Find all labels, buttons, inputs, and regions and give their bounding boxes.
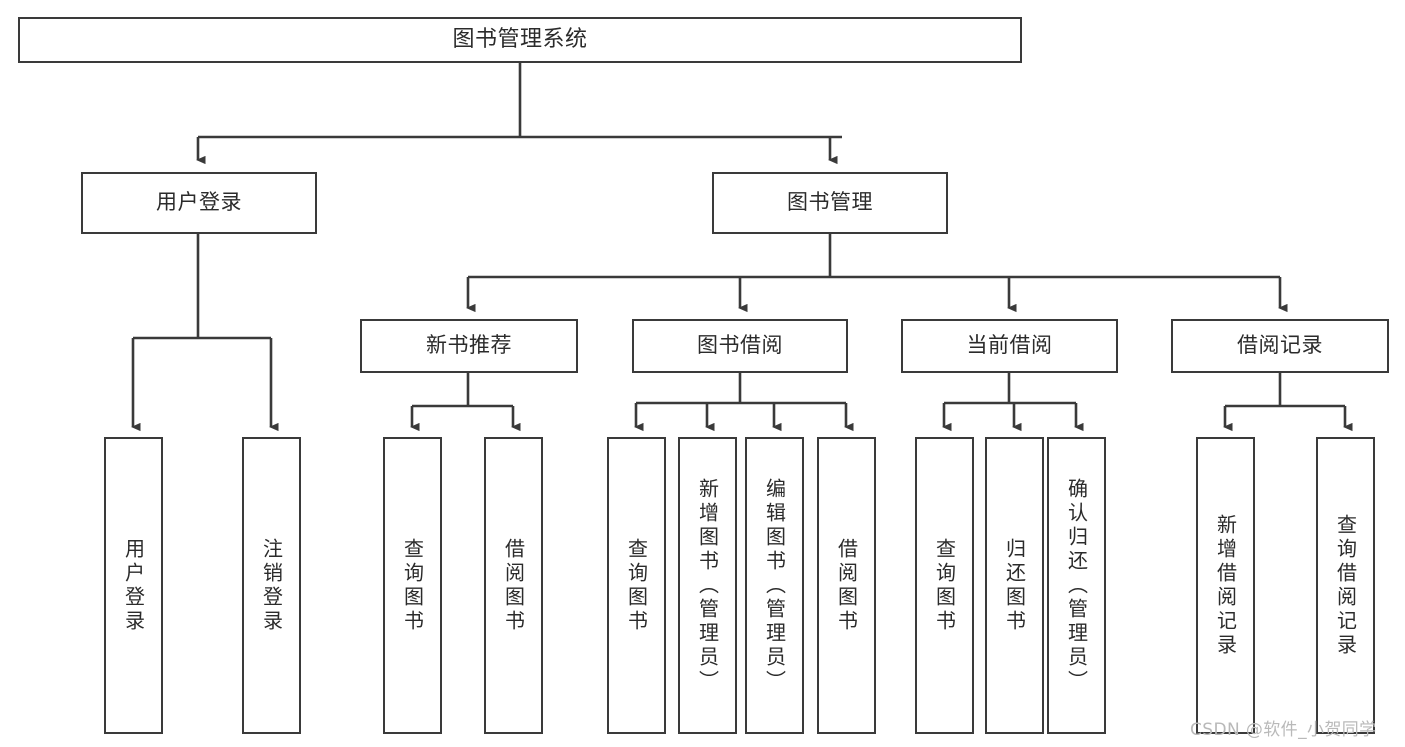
node-label: 确认归还（管理员） bbox=[1064, 477, 1089, 694]
node-leaf-borrowrecord-add-record[interactable]: 新增借阅记录 bbox=[1196, 437, 1255, 734]
node-label: 借阅图书 bbox=[501, 537, 526, 634]
node-label: 新增图书（管理员） bbox=[695, 477, 720, 694]
node-leaf-currentborrow-return-book[interactable]: 归还图书 bbox=[985, 437, 1044, 734]
node-label: 图书管理 bbox=[787, 190, 873, 215]
node-leaf-bookborrow-edit-book-admin[interactable]: 编辑图书（管理员） bbox=[745, 437, 804, 734]
node-label: 注销登录 bbox=[259, 537, 284, 634]
node-root-book-management-system[interactable]: 图书管理系统 bbox=[18, 17, 1022, 63]
node-user-login[interactable]: 用户登录 bbox=[81, 172, 317, 234]
node-label: 新增借阅记录 bbox=[1213, 513, 1238, 658]
node-leaf-bookborrow-add-book-admin[interactable]: 新增图书（管理员） bbox=[678, 437, 737, 734]
node-label: 查询借阅记录 bbox=[1333, 513, 1358, 658]
node-label: 用户登录 bbox=[156, 190, 242, 215]
node-current-borrow[interactable]: 当前借阅 bbox=[901, 319, 1118, 373]
node-label: 编辑图书（管理员） bbox=[762, 477, 787, 694]
node-book-management[interactable]: 图书管理 bbox=[712, 172, 948, 234]
node-label: 用户登录 bbox=[121, 537, 146, 634]
node-leaf-borrowrecord-query-record[interactable]: 查询借阅记录 bbox=[1316, 437, 1375, 734]
node-book-borrow[interactable]: 图书借阅 bbox=[632, 319, 848, 373]
node-label: 查询图书 bbox=[400, 537, 425, 634]
node-leaf-user-login[interactable]: 用户登录 bbox=[104, 437, 163, 734]
node-leaf-newbook-borrow-book[interactable]: 借阅图书 bbox=[484, 437, 543, 734]
node-label: 借阅记录 bbox=[1237, 333, 1323, 358]
node-label: 当前借阅 bbox=[966, 333, 1053, 358]
node-leaf-bookborrow-query-book[interactable]: 查询图书 bbox=[607, 437, 666, 734]
node-label: 借阅图书 bbox=[834, 537, 859, 634]
node-label: 新书推荐 bbox=[426, 333, 512, 358]
node-label: 图书借阅 bbox=[697, 333, 783, 358]
node-leaf-bookborrow-borrow-book[interactable]: 借阅图书 bbox=[817, 437, 876, 734]
node-borrow-record[interactable]: 借阅记录 bbox=[1171, 319, 1389, 373]
node-label: 查询图书 bbox=[932, 537, 957, 634]
node-leaf-currentborrow-confirm-return-admin[interactable]: 确认归还（管理员） bbox=[1047, 437, 1106, 734]
node-leaf-newbook-query-book[interactable]: 查询图书 bbox=[383, 437, 442, 734]
node-label: 归还图书 bbox=[1002, 537, 1027, 634]
node-label: 查询图书 bbox=[624, 537, 649, 634]
node-label: 图书管理系统 bbox=[452, 26, 588, 52]
node-leaf-currentborrow-query-book[interactable]: 查询图书 bbox=[915, 437, 974, 734]
node-new-book-recommend[interactable]: 新书推荐 bbox=[360, 319, 578, 373]
node-leaf-logout[interactable]: 注销登录 bbox=[242, 437, 301, 734]
